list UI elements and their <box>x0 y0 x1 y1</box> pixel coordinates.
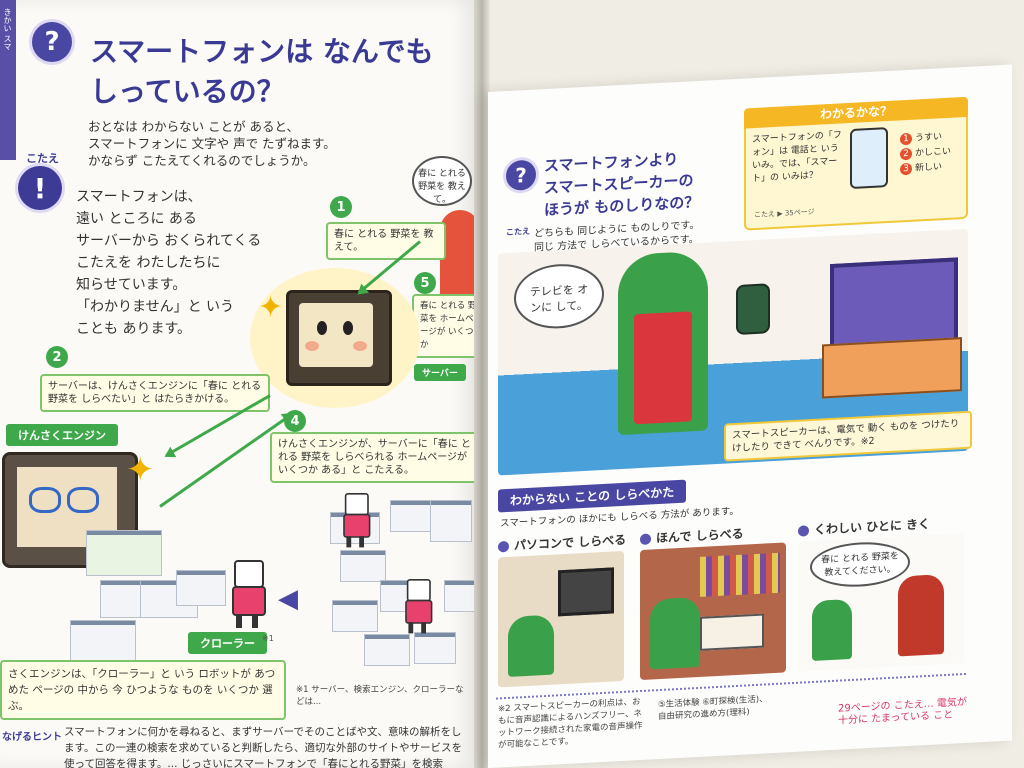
side-note: ※1 サーバー、検索エンジン、クローラーなどは... <box>296 685 464 707</box>
server-character <box>286 290 392 386</box>
book-gutter <box>474 0 490 768</box>
right-page: ? スマートフォンより スマートスピーカーの ほうが ものしりなの？ こたえ ど… <box>488 64 1012 768</box>
web-page-card <box>340 550 386 582</box>
crawler-robot <box>228 560 268 630</box>
left-page: きかい スマ ? スマートフォンは なんでも しっているの？ おとなは わからな… <box>0 0 488 768</box>
step-5-badge: 5 <box>414 272 436 294</box>
crawler-label: クローラー <box>188 632 267 654</box>
phone-character-icon <box>850 127 888 190</box>
crawler-caption: さくエンジンは、「クローラー」と いう ロボットが あつめた ページの 中から … <box>0 660 286 720</box>
crawler-robot <box>402 579 434 635</box>
step-1-box: 春に とれる 野菜を 教えて。 <box>326 222 446 260</box>
footnote-speaker: ※2 スマートスピーカーの利点は、おもに音声認識によるハンズフリー、ネットワーク… <box>498 697 643 751</box>
sparkle-icon-2: ✦ <box>126 450 155 490</box>
purple-arrow-icon: ◀ <box>278 584 298 614</box>
right-kotae-label: こたえ <box>506 226 530 238</box>
web-page-card <box>430 500 472 542</box>
footnote-curriculum: ⑤生活体験 ⑥町探検(生活)、自由研究の進め方(理科) <box>658 694 768 723</box>
pc-illustration <box>498 550 624 688</box>
web-page-card <box>176 570 226 606</box>
web-page-card <box>86 530 162 576</box>
hint-label: なげるヒント <box>2 732 62 743</box>
exclamation-icon: ! <box>18 166 62 210</box>
server-label: サーバー <box>414 364 466 381</box>
cook-apron <box>634 311 692 425</box>
step-4-box: けんさくエンジンが、サーバーに「春に とれる 野菜を しらべられる ホームページ… <box>270 432 482 483</box>
crawler-robot <box>340 493 372 549</box>
book-illustration <box>640 542 786 681</box>
tv-cabinet <box>822 337 962 399</box>
woman-illustration <box>440 210 480 300</box>
ask-speech-bubble: 春に とれる 野菜を 教えてください。 <box>810 539 910 590</box>
page-title-line1: スマートフォンは なんでも <box>90 35 434 68</box>
question-body: おとなは わからない ことが あると、 スマートフォンに 文字や 声で たずねま… <box>88 119 336 168</box>
ask-bubble: 春に とれる 野菜を 教えて。 <box>412 156 472 206</box>
ask-illustration: 春に とれる 野菜を 教えてください。 <box>798 533 964 672</box>
web-page-card <box>70 620 136 662</box>
web-page-card <box>444 580 476 612</box>
sparkle-icon: ✦ <box>258 290 284 325</box>
chapter-tab: きかい スマ <box>0 0 16 160</box>
step-1-badge: 1 <box>330 196 352 218</box>
quiz-question: スマートフォンの「フォン」は 電話と いう いみ。では、「スマート」の いみは？ <box>752 130 842 185</box>
method-book: ほんで しらべる <box>640 525 744 547</box>
footnote-answer: 29ページの こたえ… 電気が 十分に たまっている こと <box>838 696 967 727</box>
web-page-card <box>364 634 410 666</box>
step-2-badge: 2 <box>46 346 68 368</box>
answer-label: こたえ <box>26 152 59 165</box>
question-mark-icon: ? <box>506 159 536 192</box>
smart-speaker-icon <box>736 283 770 336</box>
web-page-card <box>332 600 378 632</box>
engine-label: けんさくエンジン <box>6 424 118 446</box>
question-mark-icon: ? <box>32 22 72 62</box>
page-title-line2: しっているの？ <box>90 75 285 108</box>
crawler-note: ※1 <box>262 634 274 643</box>
answer-text: スマートフォンは、 遠い ところに ある サーバーから おくられてくる こたえを… <box>76 189 262 337</box>
step-2-box: サーバーは、けんさくエンジンに「春に とれる 野菜を しらべたい」と はたらきか… <box>40 374 270 412</box>
tv-icon <box>830 257 958 351</box>
hint-text: スマートフォンに何かを尋ねると、まずサーバーでそのことばや文、意味の解析をします… <box>64 726 462 768</box>
web-page-card <box>414 632 456 664</box>
